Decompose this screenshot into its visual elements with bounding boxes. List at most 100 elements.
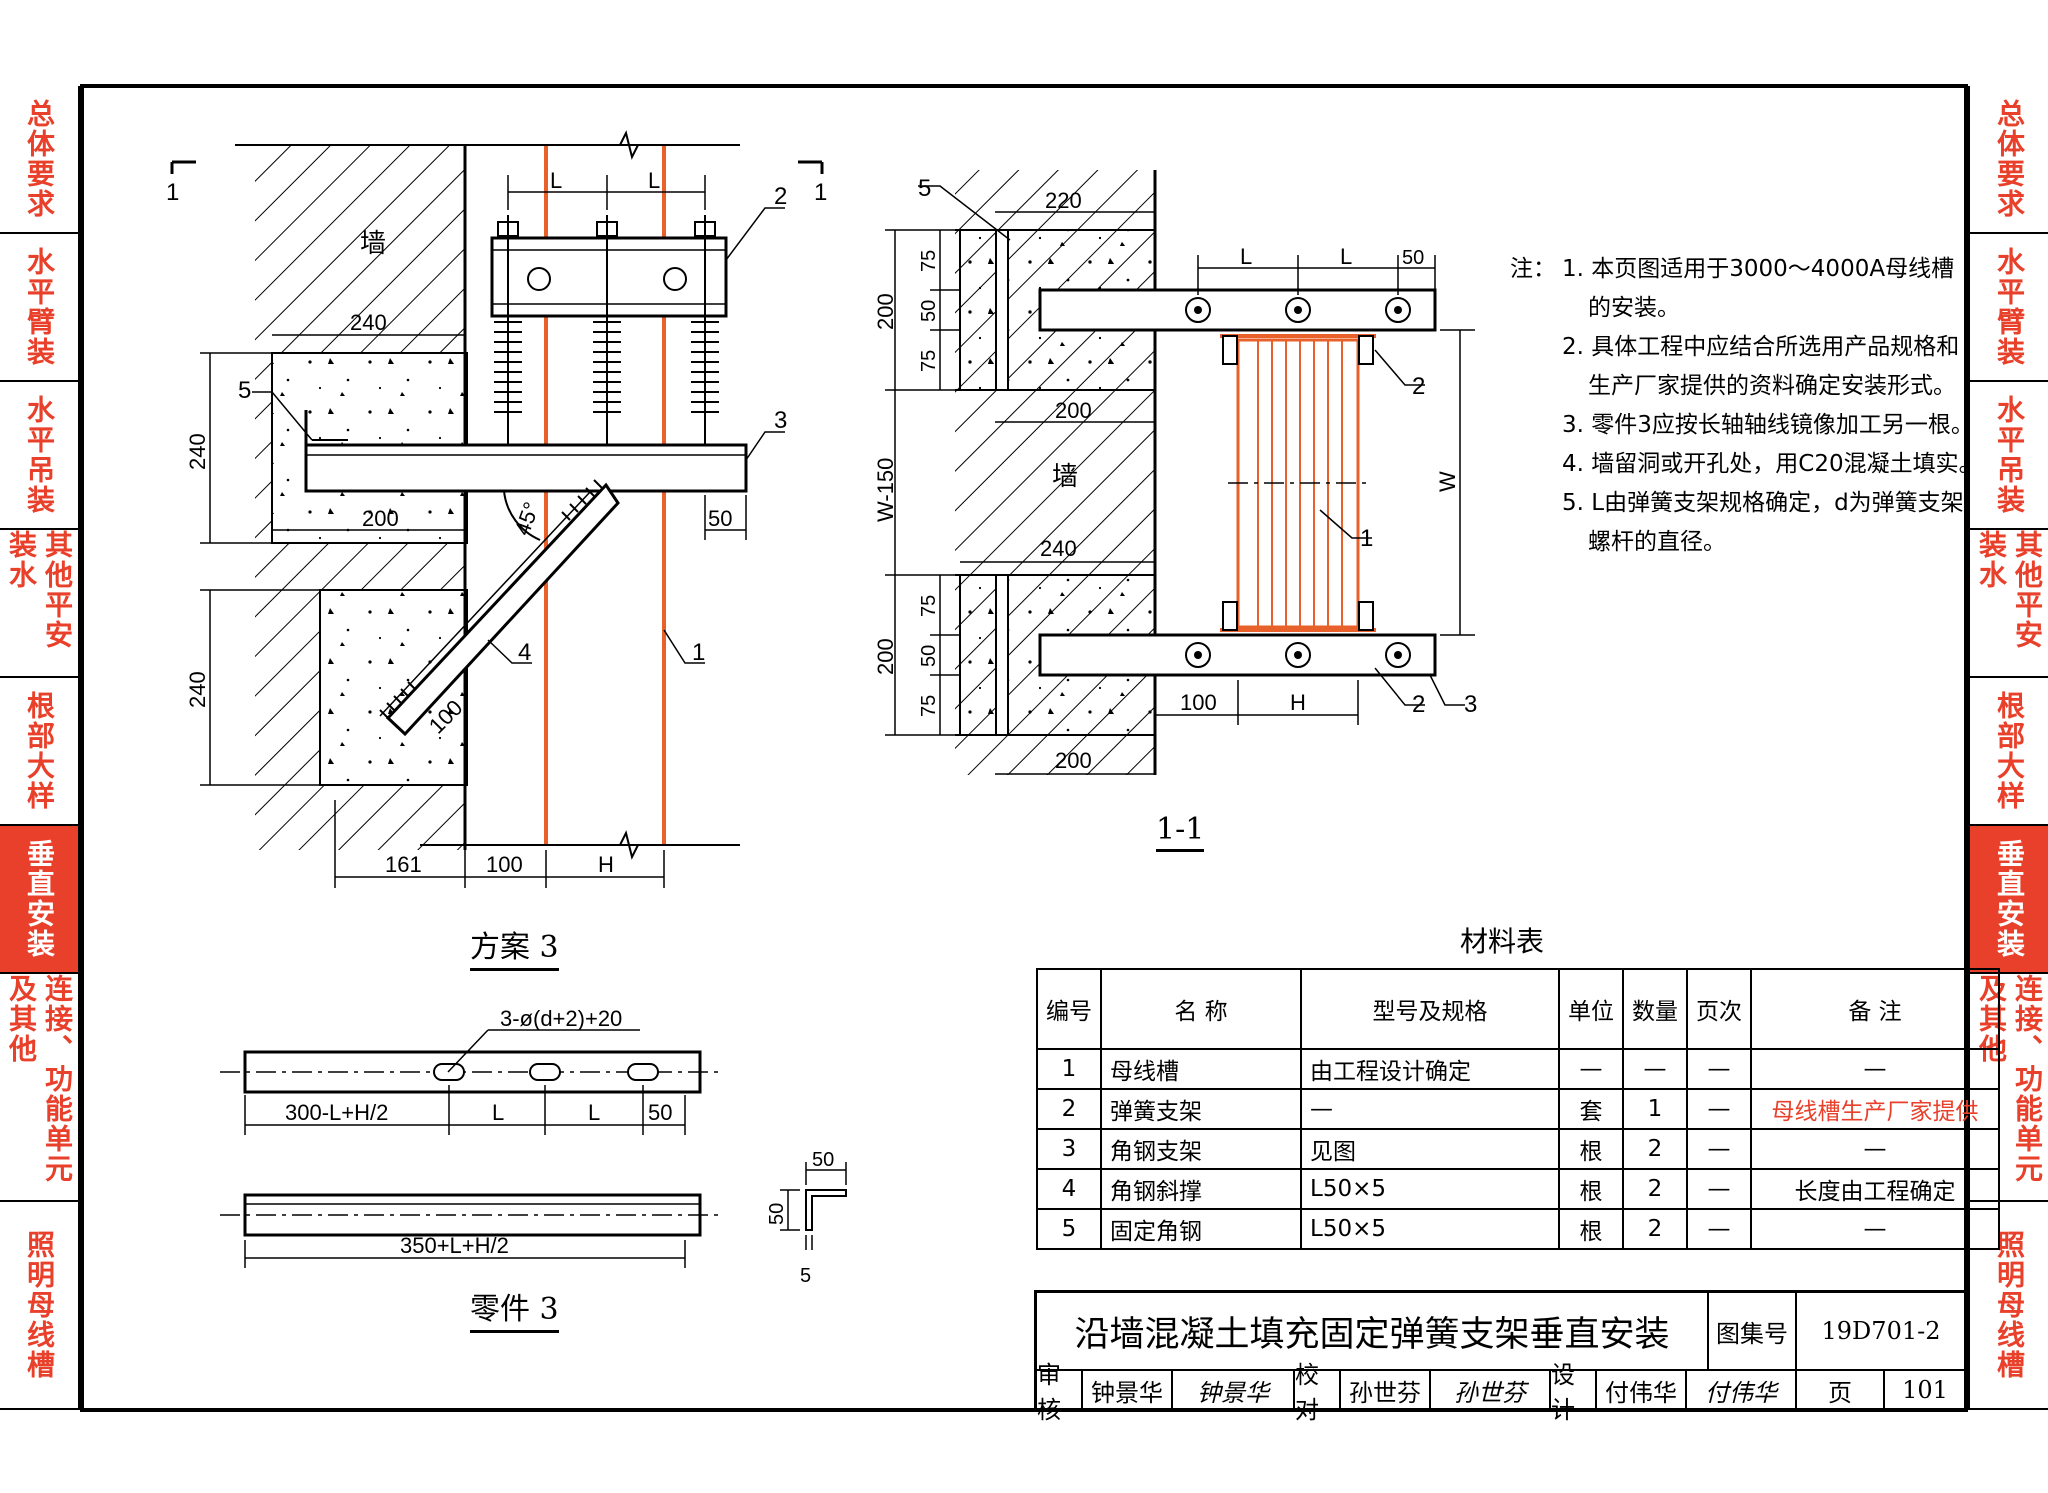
note-line: 螺杆的直径。: [1588, 529, 1726, 555]
note-line: 生产厂家提供的资料确定安装形式。: [1588, 373, 1956, 399]
dim-L2-r: L: [1340, 244, 1352, 269]
tab-lighting-busbar-r[interactable]: 照明母线槽: [1970, 1202, 2048, 1410]
dim-holes: 3-ø(d+2)+20: [500, 1006, 622, 1031]
dim-part-L2: L: [588, 1100, 600, 1125]
tab-other-horizontal-r[interactable]: 其他平安装水: [1970, 530, 2048, 678]
tab-lighting-busbar[interactable]: 照明母线槽: [0, 1202, 78, 1410]
spring-bracket-plate: [490, 236, 728, 318]
dim-L1: L: [550, 168, 562, 193]
material-table-title: 材料表: [1460, 925, 1545, 958]
tab-vertical-install-r[interactable]: 垂直安装: [1970, 826, 2048, 974]
dim-50-r: 50: [1402, 247, 1424, 269]
tab-other-horizontal[interactable]: 其他平安装水: [0, 530, 78, 678]
tab-horizontal-arm-r[interactable]: 水平臂装: [1970, 234, 2048, 382]
left-chapter-rail: 总体要求 水平臂装 水平吊装 其他平安装水 根部大样 垂直安装 连接、功能单元及…: [0, 86, 81, 1410]
callout-4: 4: [518, 639, 531, 666]
scheme-3-view: 45° 1 1 墙 L L 240 240 240 200 50 100: [166, 130, 827, 888]
callout-r-5: 5: [918, 175, 931, 202]
notes-head: 注：: [1510, 256, 1556, 282]
tab-connection-units-r[interactable]: 连接、功能单元及其他: [1970, 974, 2048, 1202]
section-mark-right: 1: [814, 179, 827, 206]
note-line: 5. L由弹簧支架规格确定，d为弹簧支架: [1562, 490, 1964, 516]
bracket-top: [1038, 288, 1437, 332]
dim-50a: 50: [918, 300, 940, 322]
dim-L2: L: [648, 168, 660, 193]
busbar-stack: [1220, 334, 1376, 632]
callout-r-1: 1: [1360, 525, 1373, 552]
angle-bracket: [304, 443, 748, 493]
dim-75a: 75: [918, 250, 940, 272]
dim-45: 45°: [509, 499, 544, 539]
tab-vertical-install[interactable]: 垂直安装: [0, 826, 78, 974]
section-title: 1-1: [1156, 812, 1205, 852]
bolt-hole: [663, 267, 687, 291]
dim-L1-r: L: [1240, 244, 1252, 269]
checker-name: 孙世芬: [1341, 1371, 1431, 1411]
tab-horizontal-hanging-r[interactable]: 水平吊装: [1970, 382, 2048, 530]
dim-50: 50: [708, 506, 732, 531]
tab-connection-units[interactable]: 连接、功能单元及其他: [0, 974, 78, 1202]
dim-240-side2: 240: [185, 671, 210, 708]
dim-part-total: 350+L+H/2: [400, 1233, 509, 1258]
section-mark-left: 1: [166, 179, 179, 206]
bracket-bottom: [1038, 633, 1437, 677]
dim-200: 200: [362, 506, 399, 531]
callout-r-2b: 2: [1412, 691, 1425, 718]
dim-angle-t: 5: [800, 1265, 811, 1287]
atlas-number: 19D701-2: [1797, 1293, 1967, 1371]
dim-W: W: [1435, 471, 1460, 492]
part-3-view: 3-ø(d+2)+20 300-L+H/2 L L 50 350+L+H/2 5…: [220, 1006, 847, 1287]
tab-general-requirements-r[interactable]: 总体要求: [1970, 86, 2048, 234]
dim-angle-h: 50: [766, 1203, 788, 1225]
dim-161: 161: [385, 852, 422, 877]
dim-W150: W-150: [873, 458, 898, 522]
dim-75b: 75: [918, 350, 940, 372]
dim-part-L1: L: [492, 1100, 504, 1125]
dim-220: 220: [1045, 188, 1082, 213]
dim-240: 240: [1040, 536, 1077, 561]
dim-200d: 200: [1055, 748, 1092, 773]
atlas-label: 图集号: [1709, 1293, 1797, 1371]
dim-H: H: [598, 852, 614, 877]
review-label: 审核: [1037, 1361, 1083, 1424]
callout-1: 1: [692, 639, 705, 666]
drawing-title: 沿墙混凝土填充固定弹簧支架垂直安装: [1037, 1293, 1709, 1371]
part-title: 零件 3: [470, 1284, 559, 1333]
tab-horizontal-hanging[interactable]: 水平吊装: [0, 382, 78, 530]
wall-label: 墙: [360, 229, 386, 259]
dim-H-r: H: [1290, 690, 1306, 715]
designer-name: 付伟华: [1597, 1371, 1687, 1411]
callout-r-3: 3: [1464, 691, 1477, 718]
wall-label-right: 墙: [1052, 462, 1078, 492]
table-header-row: 编号 名 称 型号及规格 单位 数量 页次 备 注: [1036, 968, 2000, 1050]
tab-horizontal-arm[interactable]: 水平臂装: [0, 234, 78, 382]
dim-100b: 100: [486, 852, 523, 877]
check-label: 校对: [1295, 1361, 1341, 1424]
tab-general-requirements[interactable]: 总体要求: [0, 86, 78, 234]
checker-signature: 孙世芬: [1431, 1371, 1551, 1411]
dim-240-top: 240: [350, 310, 387, 335]
dim-200c: 200: [1055, 398, 1092, 423]
dim-200b: 200: [873, 638, 898, 675]
title-block: 沿墙混凝土填充固定弹簧支架垂直安装 图集号 19D701-2 审核 钟景华 钟景…: [1034, 1290, 1968, 1424]
callout-3: 3: [774, 407, 787, 434]
tab-root-detail-r[interactable]: 根部大样: [1970, 678, 2048, 826]
note-line: 的安装。: [1588, 295, 1680, 321]
callout-2: 2: [774, 183, 787, 210]
reviewer-signature: 钟景华: [1173, 1371, 1295, 1411]
design-label: 设计: [1551, 1361, 1597, 1424]
dim-240-side: 240: [185, 433, 210, 470]
diagonal-brace: [385, 482, 620, 737]
dim-angle-w: 50: [812, 1149, 834, 1171]
tab-root-detail[interactable]: 根部大样: [0, 678, 78, 826]
notes-block: 注： 1. 本页图适用于3000～4000A母线槽 的安装。 2. 具体工程中应…: [1510, 250, 1982, 562]
callout-r-2: 2: [1412, 373, 1425, 400]
fixing-angle: [304, 410, 346, 447]
drawing-frame: [80, 84, 1968, 1412]
